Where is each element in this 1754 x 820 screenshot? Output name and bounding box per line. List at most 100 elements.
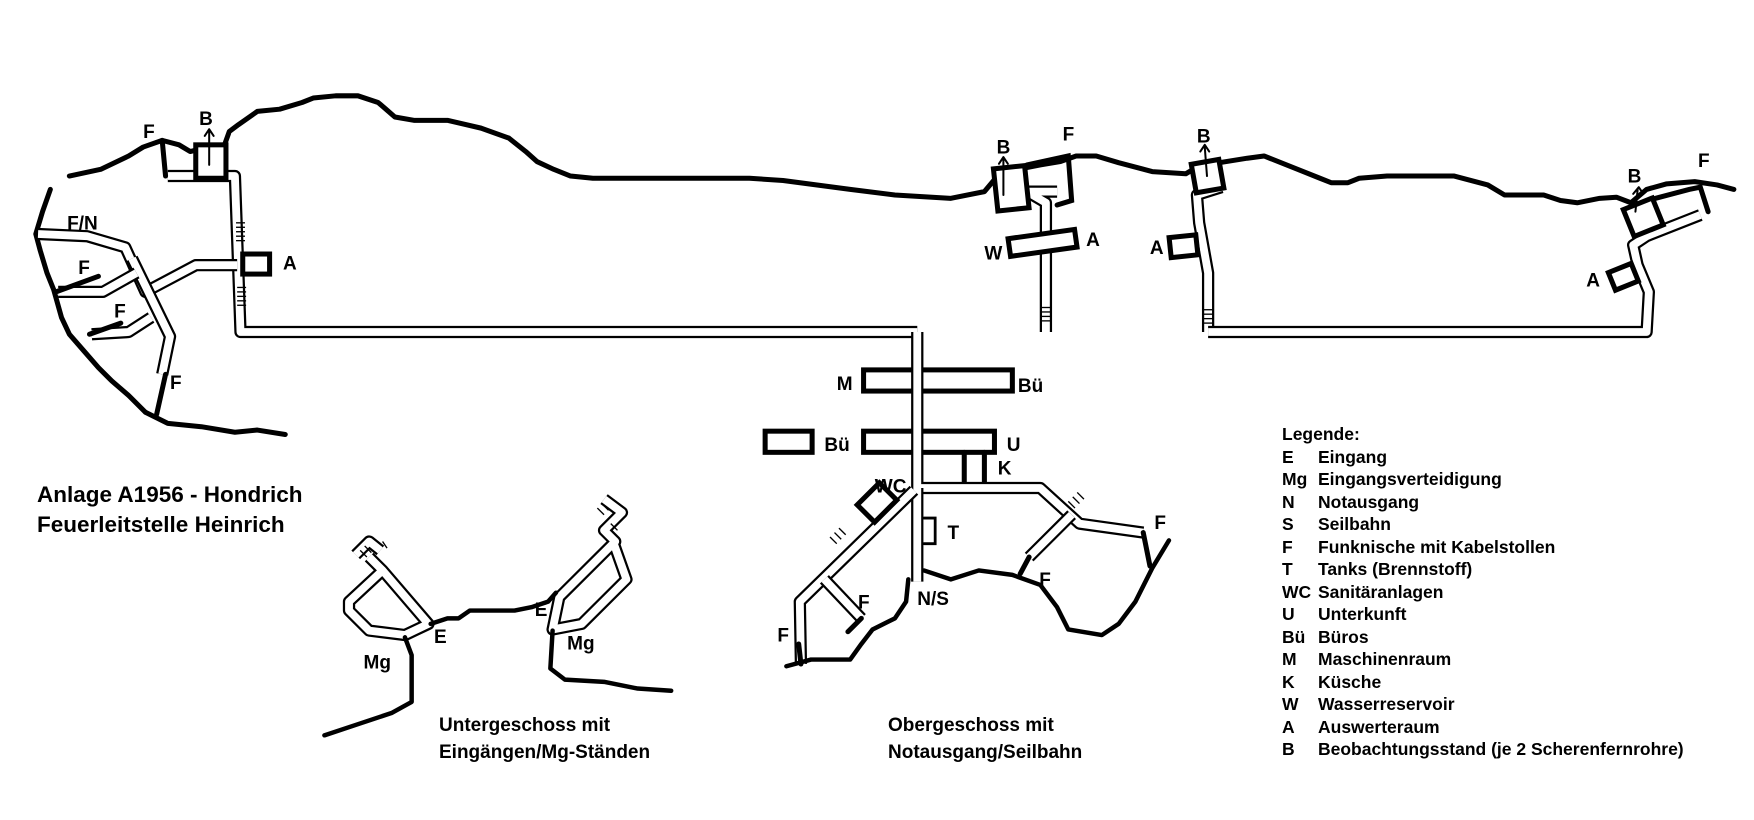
title-line-1: Anlage A1956 - Hondrich <box>37 482 303 507</box>
legend-item: Mg Eingangsverteidigung <box>1282 468 1684 491</box>
quarters-room <box>861 428 997 455</box>
terrain-ridge-line <box>66 93 1737 206</box>
west-cliff-line <box>33 186 148 415</box>
legend-label: Büros <box>1318 626 1369 647</box>
label-center-f-left: F <box>777 626 789 647</box>
lower-terrain-left <box>322 635 414 738</box>
label-west-fn: F/N <box>67 214 98 235</box>
evaluation-room-post3 <box>1166 232 1201 261</box>
legend-label: Wasserreservoir <box>1318 694 1455 714</box>
label-post4-a: A <box>1586 270 1600 291</box>
label-center-m: M <box>837 374 853 395</box>
label-west-f-top: F <box>143 122 155 143</box>
machine-office-room <box>861 367 1015 394</box>
caption-upper-floor: Obergeschoss mit Notausgang/Seilbahn <box>888 712 1082 766</box>
legend-label: Beobachtungsstand (je 2 Scherenfernrohre… <box>1318 739 1684 759</box>
label-west-f3: F <box>170 373 182 394</box>
legend-label: Seilbahn <box>1318 514 1391 534</box>
observation-stand-post4 <box>1620 194 1667 240</box>
legend-item: WC Sanitäranlagen <box>1282 581 1684 604</box>
observation-stand-post2 <box>990 162 1032 214</box>
legend-key: Mg <box>1282 469 1308 489</box>
sanitary-room <box>853 479 901 526</box>
label-west-b: B <box>199 109 213 130</box>
legend-label: Auswerteraum <box>1318 716 1440 737</box>
legend-item: S Seilbahn <box>1282 513 1684 536</box>
title-line-2: Feuerleitstelle Heinrich <box>37 512 285 537</box>
legend-label: Maschinenraum <box>1318 649 1452 669</box>
west-base-line <box>142 409 288 438</box>
legend-label: Sanitäranlagen <box>1318 581 1444 602</box>
legend-key: W <box>1282 694 1299 714</box>
lower-terrain-line <box>428 590 559 627</box>
legend-item: M Maschinenraum <box>1282 648 1684 671</box>
legend-key: S <box>1282 514 1294 534</box>
legend-item: N Notausgang <box>1282 491 1684 514</box>
legend-key: K <box>1282 671 1295 692</box>
post-4 <box>1208 184 1711 339</box>
legend-key: F <box>1282 536 1293 557</box>
label-center-f-right1: F <box>1039 570 1051 591</box>
legend-item: U Unterkunft <box>1282 603 1684 626</box>
label-post2-a: A <box>1086 230 1100 251</box>
observation-stand-west <box>193 142 229 181</box>
label-center-f-right2: F <box>1154 513 1166 534</box>
legend-heading: Legende: <box>1282 424 1360 444</box>
legend-key: WC <box>1282 581 1312 602</box>
caption-lower-line-2: Eingängen/Mg-Ständen <box>439 742 651 763</box>
legend-label: Eingangsverteidigung <box>1318 469 1502 489</box>
legend-key: Bü <box>1282 626 1306 647</box>
label-west-a: A <box>283 254 297 275</box>
evaluation-room-post4 <box>1605 260 1642 294</box>
legend-label: Unterkunft <box>1318 604 1407 624</box>
label-post3-a: A <box>1150 238 1164 259</box>
lower-floor-complex <box>342 494 633 642</box>
lower-terrain-right <box>548 628 674 693</box>
caption-upper-line-2: Notausgang/Seilbahn <box>888 742 1083 763</box>
label-center-wc: WC <box>875 476 907 497</box>
legend-key: B <box>1282 739 1295 759</box>
central-terrain-right <box>921 538 1172 638</box>
label-center-bu2: Bü <box>824 435 849 456</box>
legend-label: Tanks (Brennstoff) <box>1318 559 1473 579</box>
legend-key: N <box>1282 491 1295 512</box>
central-complex <box>762 332 1153 667</box>
legend-key: M <box>1282 649 1297 669</box>
caption-lower-line-1: Untergeschoss mit <box>439 715 611 736</box>
legend-item: T Tanks (Brennstoff) <box>1282 558 1684 581</box>
label-west-f2: F <box>114 302 126 323</box>
label-center-f-mid: F <box>858 592 870 613</box>
evaluation-room-west <box>240 251 273 277</box>
label-center-bu1: Bü <box>1018 376 1043 397</box>
post-2 <box>990 152 1080 333</box>
west-complex <box>37 128 918 417</box>
caption-upper-line-1: Obergeschoss mit <box>888 715 1054 736</box>
label-post2-f: F <box>1063 124 1075 145</box>
label-lower-e1: E <box>434 627 447 648</box>
legend-key: U <box>1282 604 1295 624</box>
label-center-u: U <box>1007 435 1021 456</box>
label-lower-mg2: Mg <box>567 634 594 655</box>
label-center-t: T <box>947 523 959 544</box>
legend-item: W Wasserreservoir <box>1282 693 1684 716</box>
label-post4-b: B <box>1628 167 1642 188</box>
legend-key: T <box>1282 559 1293 579</box>
label-west-f1: F <box>78 258 90 279</box>
label-post4-f: F <box>1698 151 1710 172</box>
post-3 <box>1166 143 1227 333</box>
legend-label: Notausgang <box>1318 491 1420 512</box>
legend-item: B Beobachtungsstand (je 2 Scherenfernrohr… <box>1282 738 1684 761</box>
legend-key: E <box>1282 446 1294 467</box>
up-arrow-icon <box>203 128 215 166</box>
label-post3-b: B <box>1197 127 1211 148</box>
plan-title: Anlage A1956 - Hondrich Feuerleitstelle … <box>37 480 302 540</box>
label-center-ns: N/S <box>917 589 949 610</box>
water-reservoir-room <box>1005 226 1080 260</box>
office-room-left <box>762 428 815 455</box>
